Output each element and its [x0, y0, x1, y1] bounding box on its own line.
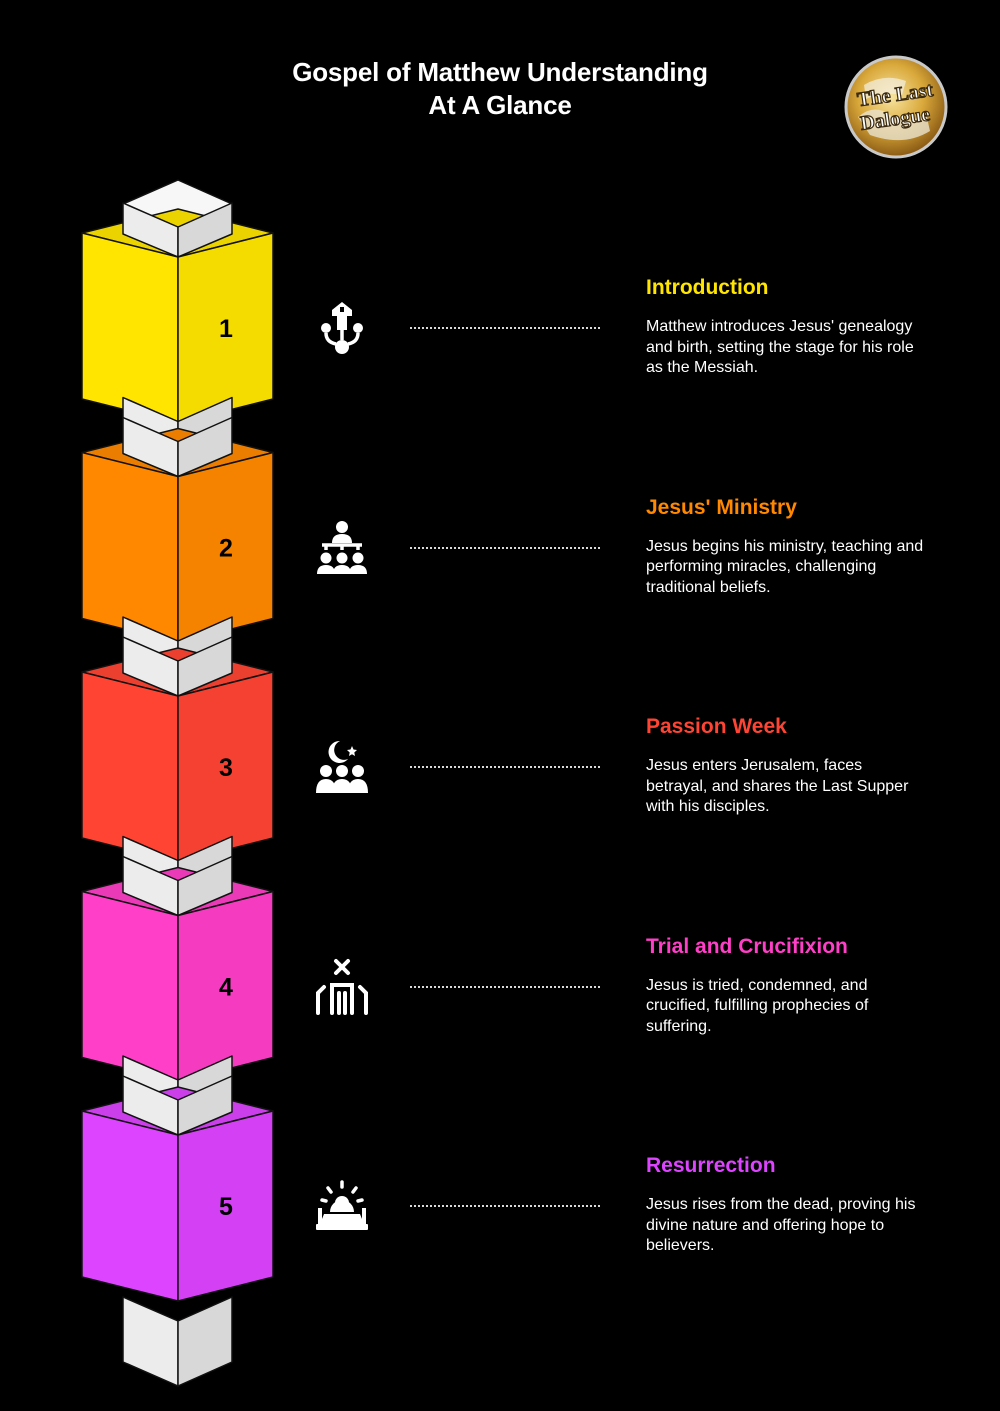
cube-1-right-face	[177, 232, 274, 424]
step-description: Jesus enters Jerusalem, faces betrayal, …	[646, 757, 909, 815]
teacher-audience-icon	[312, 518, 372, 578]
cube-3-right-face	[177, 671, 274, 863]
step-title: Resurrection	[646, 1154, 776, 1177]
page-title: Gospel of Matthew Understanding At A Gla…	[0, 56, 1000, 122]
step-title: Passion Week	[646, 715, 787, 738]
step-title: Jesus' Ministry	[646, 495, 797, 519]
cube-5-left-face	[81, 1110, 179, 1302]
cube-1-left-face	[81, 232, 179, 424]
step-description: Jesus rises from the dead, proving his d…	[646, 1196, 916, 1254]
logo: The Last Dalogue	[844, 55, 948, 159]
tribunal-icon	[312, 957, 372, 1017]
cube-2-left-face	[81, 451, 179, 644]
cube-4-number: 4	[219, 974, 233, 1002]
title-line-1: Gospel of Matthew Understanding	[292, 57, 708, 87]
cube-4-post-r	[177, 855, 233, 917]
cube-2-right-face	[177, 451, 274, 644]
post-bottom-left	[122, 1296, 179, 1387]
cube-2-post-r	[177, 416, 233, 478]
step-description: Jesus begins his ministry, teaching and …	[646, 537, 924, 596]
cube-4-left-face	[81, 890, 179, 1083]
step-description: Jesus is tried, condemned, and crucified…	[646, 976, 869, 1035]
dotted-connector	[410, 546, 600, 549]
rising-sun-icon	[312, 1176, 372, 1236]
cube-3-post-r	[177, 636, 233, 697]
step-description: Matthew introduces Jesus' genealogy and …	[646, 318, 914, 376]
step-title: Trial and Crucifixion	[646, 934, 848, 958]
step-title: Introduction	[646, 276, 769, 299]
cube-1-number: 1	[219, 315, 233, 343]
dotted-connector	[410, 327, 600, 329]
dotted-connector	[410, 1205, 600, 1207]
cube-4-right-face	[177, 890, 274, 1083]
dotted-connector	[410, 985, 600, 988]
crescent-group-icon	[312, 737, 372, 797]
dotted-connector	[410, 766, 600, 768]
family-tree-icon	[312, 298, 372, 358]
title-line-2: At A Glance	[428, 90, 572, 120]
cube-3-left-face	[81, 671, 179, 863]
cube-5-post-r	[177, 1075, 233, 1136]
cube-3-number: 3	[219, 754, 233, 782]
post-bottom-right	[177, 1296, 233, 1387]
cube-5-number: 5	[219, 1193, 233, 1221]
cube-5-right-face	[177, 1110, 274, 1302]
cube-1-post-r	[177, 202, 233, 258]
cube-2-number: 2	[219, 535, 233, 563]
